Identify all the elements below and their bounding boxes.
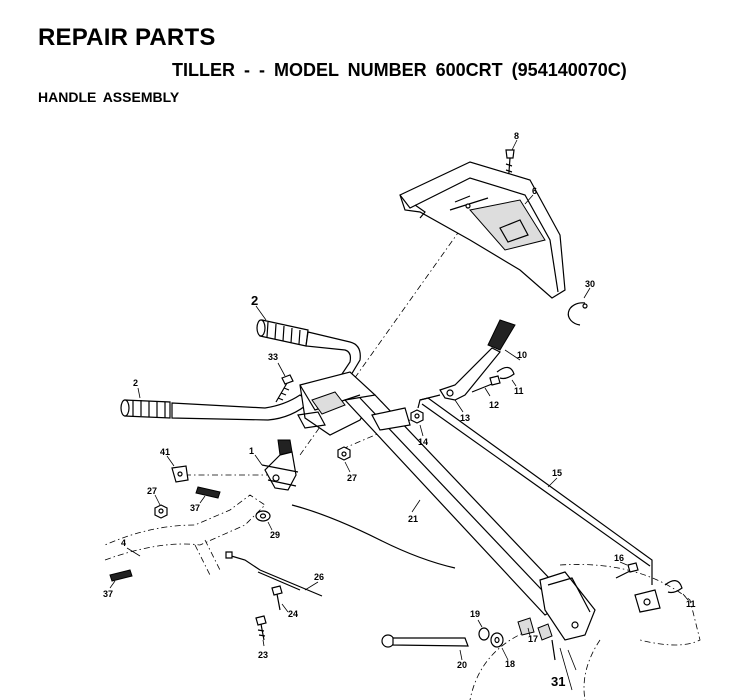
part-19-washer[interactable] [478, 627, 490, 641]
callout-14: 14 [418, 437, 428, 447]
callout-23: 23 [258, 650, 268, 660]
part-17-gears[interactable] [517, 617, 553, 641]
callout-8: 8 [514, 131, 519, 141]
part-16-bolt[interactable] [615, 562, 639, 579]
part-1-control[interactable] [261, 439, 299, 491]
callout-37-lower: 37 [103, 589, 113, 599]
transmission-housing [469, 564, 701, 700]
alignment-line [339, 419, 411, 451]
handle-bracket [297, 371, 376, 436]
section-title: HANDLE ASSEMBLY [38, 89, 180, 105]
part-2-lower-grip[interactable] [120, 399, 171, 419]
part-10-shift-grip[interactable] [487, 319, 516, 351]
callout-33: 33 [268, 352, 278, 362]
callout-11-upper: 11 [514, 386, 524, 396]
callout-2-lower: 2 [133, 378, 138, 388]
callout-13: 13 [460, 413, 470, 423]
part-2-upper-grip[interactable] [256, 319, 309, 347]
model-subtitle: TILLER - - MODEL NUMBER 600CRT (95414007… [172, 60, 627, 80]
part-13-shift-lever[interactable] [417, 347, 501, 409]
part-6-console[interactable] [399, 161, 566, 299]
callout-15: 15 [552, 468, 562, 478]
part-23-bolt[interactable] [255, 615, 267, 641]
callout-41: 41 [160, 447, 170, 457]
callout-18: 18 [505, 659, 515, 669]
part-12-bolt[interactable] [471, 375, 501, 393]
callout-30: 30 [585, 279, 595, 289]
callout-4: 4 [121, 538, 126, 548]
part-11-clip[interactable] [496, 366, 515, 380]
callout-17: 17 [528, 634, 538, 644]
callout-24: 24 [288, 609, 298, 619]
page-title: REPAIR PARTS [38, 24, 216, 51]
part-29-washer[interactable] [255, 510, 271, 522]
part-21-handle-tube[interactable] [343, 394, 571, 616]
callout-2-upper: 2 [251, 293, 258, 308]
part-11-clip-lower[interactable] [664, 580, 683, 594]
part-37-spring-lower[interactable] [109, 569, 133, 582]
part-33-bolt[interactable] [275, 374, 294, 403]
callout-31: 31 [551, 674, 565, 689]
part-31-pin[interactable] [551, 639, 577, 691]
handle-base-plate [539, 571, 596, 641]
part-4-lower-handle[interactable] [104, 494, 266, 576]
callout-11-lower: 11 [686, 599, 696, 609]
callout-37-upper: 37 [190, 503, 200, 513]
part-24-bolt[interactable] [271, 585, 283, 611]
part-20-lever[interactable] [381, 634, 469, 648]
part-18-washer[interactable] [490, 632, 504, 648]
callout-20: 20 [457, 660, 467, 670]
callout-27-left: 27 [147, 486, 157, 496]
part-15-shift-rod[interactable] [419, 397, 653, 585]
handlebar-lower [171, 394, 311, 421]
callout-12: 12 [489, 400, 499, 410]
part-30-retaining-ring[interactable] [567, 302, 588, 326]
part-37-spring-upper[interactable] [195, 486, 221, 499]
callout-27-center: 27 [347, 473, 357, 483]
callout-19: 19 [470, 609, 480, 619]
throttle-cable [291, 504, 456, 569]
part-27-nut-center[interactable] [337, 446, 351, 461]
callout-29: 29 [270, 530, 280, 540]
part-26-cable[interactable] [225, 551, 323, 597]
part-41-bracket[interactable] [171, 465, 189, 483]
shift-arm [634, 589, 661, 613]
part-14-nut[interactable] [410, 409, 424, 424]
callout-21: 21 [408, 514, 418, 524]
callout-26: 26 [314, 572, 324, 582]
callout-1: 1 [249, 446, 254, 456]
part-27-nut-left[interactable] [154, 504, 168, 519]
callout-16: 16 [614, 553, 624, 563]
callout-6: 6 [532, 186, 537, 196]
callout-10: 10 [517, 350, 527, 360]
